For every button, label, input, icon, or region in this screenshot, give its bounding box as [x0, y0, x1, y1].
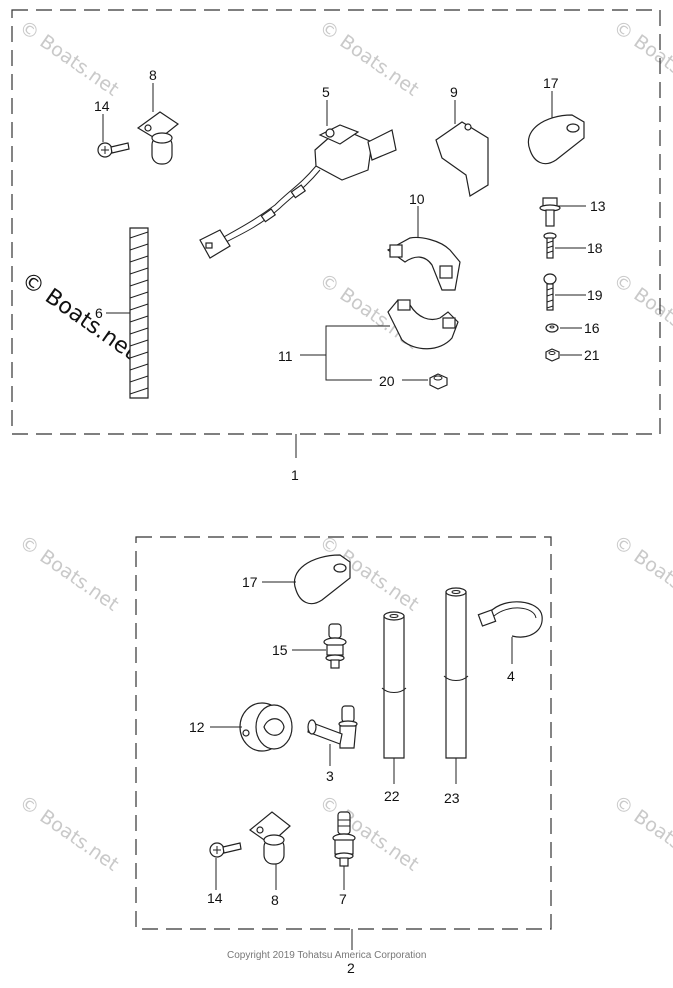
part-10-half-clamp: [386, 236, 461, 291]
callout-11: 11: [278, 348, 293, 364]
callout-10: 10: [409, 191, 425, 207]
watermark: © Boats.net: [609, 16, 673, 101]
part-18-screw: [543, 232, 557, 259]
group-2-callouts: 17 15 4 12 3 22 23 14 8 7: [189, 574, 515, 908]
part-21-nut: [545, 348, 560, 362]
part-14-screw: [209, 842, 242, 858]
callout-14: 14: [207, 890, 223, 906]
part-8-clamp: [249, 811, 291, 865]
group-2-frame: [135, 536, 552, 930]
callout-20: 20: [379, 373, 395, 389]
callout-12: 12: [189, 719, 205, 735]
watermark: © Boats.net: [315, 16, 423, 101]
part-9-bracket: [435, 121, 489, 197]
watermark: © Boats.net: [15, 16, 123, 101]
watermark: © Boats.net: [15, 531, 123, 616]
part-4-cable-tie: [477, 601, 543, 638]
copyright-text: Copyright 2019 Tohatsu America Corporati…: [227, 950, 426, 961]
part-3-elbow-fitting: [307, 705, 358, 749]
part-19-screw: [543, 273, 557, 311]
watermark-main: © Boats.net: [17, 267, 142, 365]
part-8-clamp: [136, 111, 180, 165]
part-16-washer: [545, 323, 559, 333]
part-20-nut: [429, 373, 448, 390]
callout-23: 23: [444, 790, 460, 806]
callout-7: 7: [339, 891, 347, 907]
callout-16: 16: [584, 320, 600, 336]
watermark: © Boats.net: [609, 269, 673, 354]
callout-5: 5: [322, 84, 330, 100]
callout-3: 3: [326, 768, 334, 784]
callout-21: 21: [584, 347, 600, 363]
callout-13: 13: [590, 198, 606, 214]
callout-14: 14: [94, 98, 110, 114]
part-11-half-clamp: [387, 299, 459, 350]
part-17-clamp: [293, 554, 351, 605]
group-2-label: 2: [347, 960, 355, 976]
callout-8: 8: [271, 892, 279, 908]
part-6-spiral-wrap: [129, 227, 149, 399]
callout-8: 8: [149, 67, 157, 83]
callout-17: 17: [242, 574, 258, 590]
part-7-fitting: [332, 811, 356, 867]
part-5-switch-harness: [199, 124, 397, 259]
part-23-hose: [443, 587, 469, 759]
watermark: © Boats.net: [609, 791, 673, 876]
part-17-clamp: [527, 114, 585, 165]
group-1-frame: [11, 9, 661, 435]
group-1-callouts: 14 8 5 9 17 10 13 18 19 16 21 6 11 20: [94, 67, 606, 389]
part-14-screw: [97, 142, 130, 158]
part-12-grommet: [239, 702, 293, 752]
callout-4: 4: [507, 668, 515, 684]
callout-15: 15: [272, 642, 288, 658]
watermark: © Boats.net: [15, 791, 123, 876]
callout-17: 17: [543, 75, 559, 91]
group-1-label: 1: [291, 467, 299, 483]
part-22-hose: [381, 611, 407, 759]
callout-9: 9: [450, 84, 458, 100]
callout-19: 19: [587, 287, 603, 303]
watermark: © Boats.net: [315, 791, 423, 876]
part-15-fitting: [323, 623, 347, 669]
callout-22: 22: [384, 788, 400, 804]
callout-18: 18: [587, 240, 603, 256]
watermark: © Boats.net: [609, 531, 673, 616]
part-13-bolt: [539, 197, 561, 227]
callout-6: 6: [95, 305, 103, 321]
